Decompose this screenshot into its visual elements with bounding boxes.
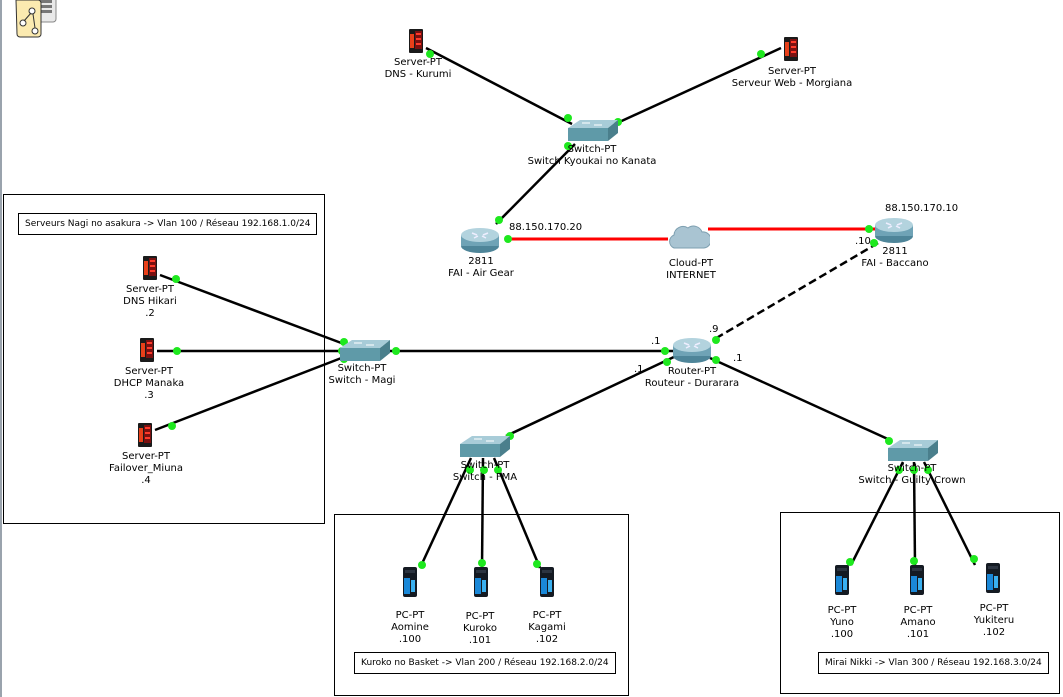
airgear-wan-ip: 88.150.170.20: [509, 222, 583, 233]
durarara-magi-ip: .1: [651, 336, 661, 347]
port-status-light: [564, 114, 572, 122]
link-sw_guilty-pc_yukiteru[interactable]: [922, 461, 977, 566]
vlan100-area: [3, 194, 325, 524]
port-status-light: [970, 555, 978, 563]
pc-icon[interactable]: [907, 564, 927, 596]
router-icon[interactable]: [460, 226, 500, 254]
port-status-light: [466, 466, 474, 474]
port-status-light: [895, 466, 903, 474]
port-status-light: [494, 466, 502, 474]
cloud-icon[interactable]: [666, 222, 710, 252]
port-status-light: [495, 216, 503, 224]
port-status-light: [478, 559, 486, 567]
port-status-light: [392, 347, 400, 355]
pc-icon[interactable]: [537, 566, 557, 598]
port-status-light: [910, 466, 918, 474]
port-status-light: [564, 142, 572, 150]
switch-icon[interactable]: [568, 120, 618, 142]
port-status-light: [712, 336, 720, 344]
link-web_morgiana-sw_kanata[interactable]: [614, 46, 782, 126]
port-status-light: [172, 275, 180, 283]
switch-icon[interactable]: [888, 440, 938, 462]
router-icon[interactable]: [672, 336, 712, 364]
port-status-light: [757, 50, 765, 58]
switch-icon[interactable]: [340, 340, 390, 362]
port-status-light: [885, 437, 893, 445]
link-sw_fma-pc_aomine[interactable]: [418, 457, 473, 569]
link-router_durarara-sw_guilty[interactable]: [709, 356, 891, 442]
server-icon[interactable]: [135, 422, 155, 448]
server-icon[interactable]: [781, 36, 801, 62]
port-status-light: [870, 239, 878, 247]
port-status-light: [173, 347, 181, 355]
link-sw_fma-pc_kagami[interactable]: [492, 457, 542, 569]
switch-icon[interactable]: [460, 436, 510, 458]
vlan300-note[interactable]: Mirai Nikki -> Vlan 300 / Réseau 192.168…: [818, 652, 1049, 674]
port-status-light: [924, 466, 932, 474]
link-router_durarara-sw_fma[interactable]: [505, 354, 677, 438]
server-icon[interactable]: [140, 255, 160, 281]
link-sw_kanata-fai_airgear[interactable]: [495, 143, 576, 225]
pc-icon[interactable]: [400, 566, 420, 598]
port-status-light: [168, 422, 176, 430]
baccano-wan-ip: 88.150.170.10: [885, 203, 959, 214]
port-status-light: [426, 50, 434, 58]
port-status-light: [480, 466, 488, 474]
port-status-light: [846, 558, 854, 566]
vlan300-area: [780, 512, 1060, 694]
baccano-lan-ip: .10: [855, 236, 871, 247]
vlan200-note[interactable]: Kuroko no Basket -> Vlan 200 / Réseau 19…: [354, 652, 616, 674]
port-status-light: [663, 358, 671, 366]
port-status-light: [865, 225, 873, 233]
durarara-baccano-ip: .9: [709, 324, 719, 335]
link-failover_miuna-sw_magi[interactable]: [154, 355, 345, 432]
link-dns_hikari-sw_magi[interactable]: [159, 273, 345, 346]
pc-icon[interactable]: [471, 566, 491, 598]
link-sw_guilty-pc_amano[interactable]: [912, 461, 917, 566]
link-sw_fma-pc_kuroko[interactable]: [480, 457, 485, 569]
server-icon[interactable]: [406, 28, 426, 54]
logical-workspace-icon[interactable]: [14, 0, 58, 38]
port-status-light: [661, 347, 669, 355]
pc-icon[interactable]: [832, 564, 852, 596]
port-status-light: [504, 235, 512, 243]
link-fai_baccano-router_durarara[interactable]: [712, 241, 879, 342]
router-icon[interactable]: [874, 216, 914, 244]
port-status-light: [533, 560, 541, 568]
link-sw_guilty-pc_yuno[interactable]: [849, 461, 905, 566]
port-status-light: [712, 356, 720, 364]
vlan100-note[interactable]: Serveurs Nagi no asakura -> Vlan 100 / R…: [18, 213, 318, 235]
port-status-light: [418, 561, 426, 569]
port-status-light: [910, 557, 918, 565]
durarara-fma-ip: .1: [634, 364, 644, 375]
durarara-guilty-ip: .1: [733, 353, 743, 364]
pc-icon[interactable]: [983, 562, 1003, 594]
workspace-left-border: [0, 0, 2, 697]
link-dns_kurumi-sw_kanata[interactable]: [425, 46, 573, 126]
server-icon[interactable]: [137, 337, 157, 363]
